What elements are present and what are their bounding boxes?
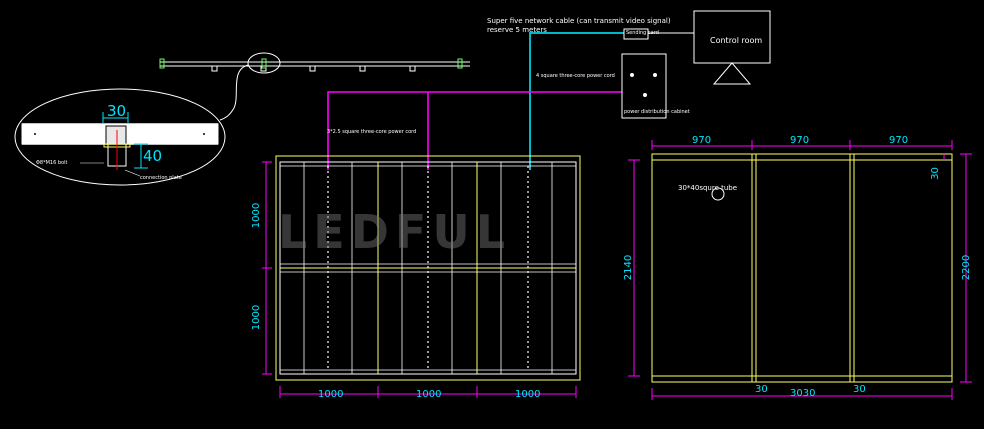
frame-tube-label: 30*40squre tube bbox=[678, 184, 738, 192]
detail-view bbox=[14, 88, 226, 186]
front-dim-width-2: 1000 bbox=[416, 389, 442, 400]
detail-dim-top: 30 bbox=[107, 102, 127, 120]
control-room bbox=[693, 10, 771, 85]
frame-dim-top-1: 970 bbox=[692, 135, 712, 146]
led-screen-front bbox=[262, 155, 581, 398]
power-cord-note: 4 square three-core power cord bbox=[536, 73, 615, 79]
frame-dim-right-total: 2200 bbox=[961, 254, 973, 281]
frame-dim-left-total: 2140 bbox=[623, 254, 635, 281]
sending-card-box bbox=[623, 28, 649, 40]
frame-dim-top-3: 970 bbox=[889, 135, 909, 146]
frame-dim-bottom-total: 3030 bbox=[790, 388, 816, 399]
front-dim-height-top: 1000 bbox=[251, 202, 263, 229]
frame-dim-bottom-left: 30 bbox=[755, 384, 768, 395]
control-room-label: Control room bbox=[710, 36, 763, 45]
distribution-cabinet bbox=[621, 53, 667, 119]
front-dim-width-1: 1000 bbox=[318, 389, 344, 400]
frame-dim-right-small: 30 bbox=[929, 167, 941, 180]
detail-bolt-label: Φ8*M16 bolt bbox=[36, 160, 68, 166]
network-cable-note-line2: reserve 5 meters bbox=[487, 26, 547, 34]
detail-plate-label: connection plate bbox=[140, 175, 182, 181]
network-cable-note-line1: Super five network cable (can transmit v… bbox=[487, 17, 671, 25]
screen-power-note: 3*2.5 square three-core power cord bbox=[327, 129, 417, 135]
steel-frame bbox=[628, 140, 972, 400]
sending-card-label: Sending card bbox=[626, 30, 659, 36]
power-cords bbox=[327, 91, 622, 170]
front-dim-width-3: 1000 bbox=[515, 389, 541, 400]
watermark-logo: LEDFUL bbox=[278, 205, 512, 259]
hanging-rail bbox=[159, 52, 470, 121]
front-dim-height-bottom: 1000 bbox=[251, 304, 263, 331]
distribution-cabinet-label: power distribution cabinet bbox=[624, 109, 690, 115]
frame-dim-bottom-right: 30 bbox=[853, 384, 866, 395]
network-cable bbox=[529, 32, 624, 170]
detail-dim-side: 40 bbox=[143, 147, 163, 165]
frame-dim-top-2: 970 bbox=[790, 135, 810, 146]
